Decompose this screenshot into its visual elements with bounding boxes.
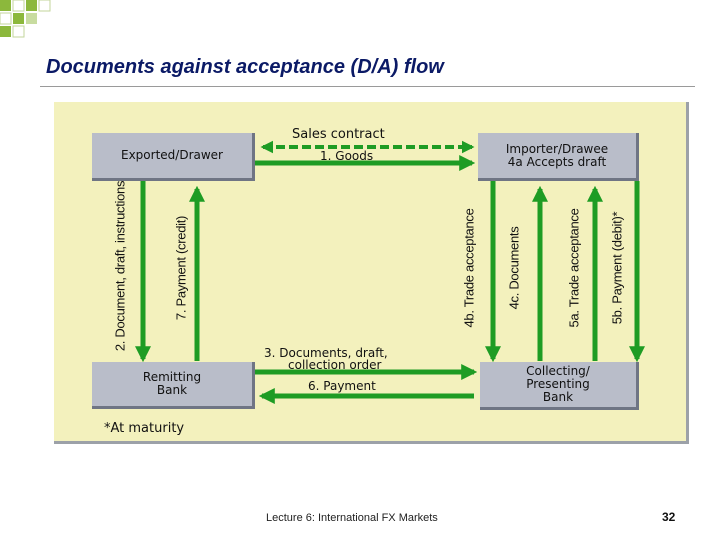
maturity-note: *At maturity: [104, 421, 185, 436]
collecting-presenting-bank-box: Collecting/ Presenting Bank: [480, 362, 639, 410]
doc-instructions-label: 2. Document, draft, instructions: [112, 180, 128, 352]
exporter-drawer-box: Exported/Drawer: [92, 133, 255, 181]
documents-4c-label: 4c. Documents: [506, 226, 522, 310]
slide-title: Documents against acceptance (D/A) flow: [46, 56, 444, 78]
payment-debit-label: 5b. Payment (debit)*: [609, 211, 625, 325]
payment-6-label: 6. Payment: [308, 379, 376, 393]
page-number: 32: [662, 510, 676, 524]
documents-label-line2: collection order: [288, 358, 382, 372]
footer-text: Lecture 6: International FX Markets: [266, 512, 438, 524]
remitting-bank-box: Remitting Bank: [92, 362, 255, 409]
title-divider: [40, 86, 695, 87]
sales-contract-label: Sales contract: [292, 127, 385, 142]
documents-label-line1: 3. Documents, draft,: [264, 346, 388, 360]
corner-decoration: [0, 0, 51, 38]
trade-acceptance-4b-label: 4b. Trade acceptance: [461, 208, 477, 328]
trade-acceptance-5a-label: 5a. Trade acceptance: [566, 208, 582, 328]
importer-drawee-box: Importer/Drawee 4a Accepts draft: [478, 133, 639, 181]
goods-label: 1. Goods: [320, 149, 374, 163]
payment-credit-label: 7. Payment (credit): [173, 215, 189, 321]
